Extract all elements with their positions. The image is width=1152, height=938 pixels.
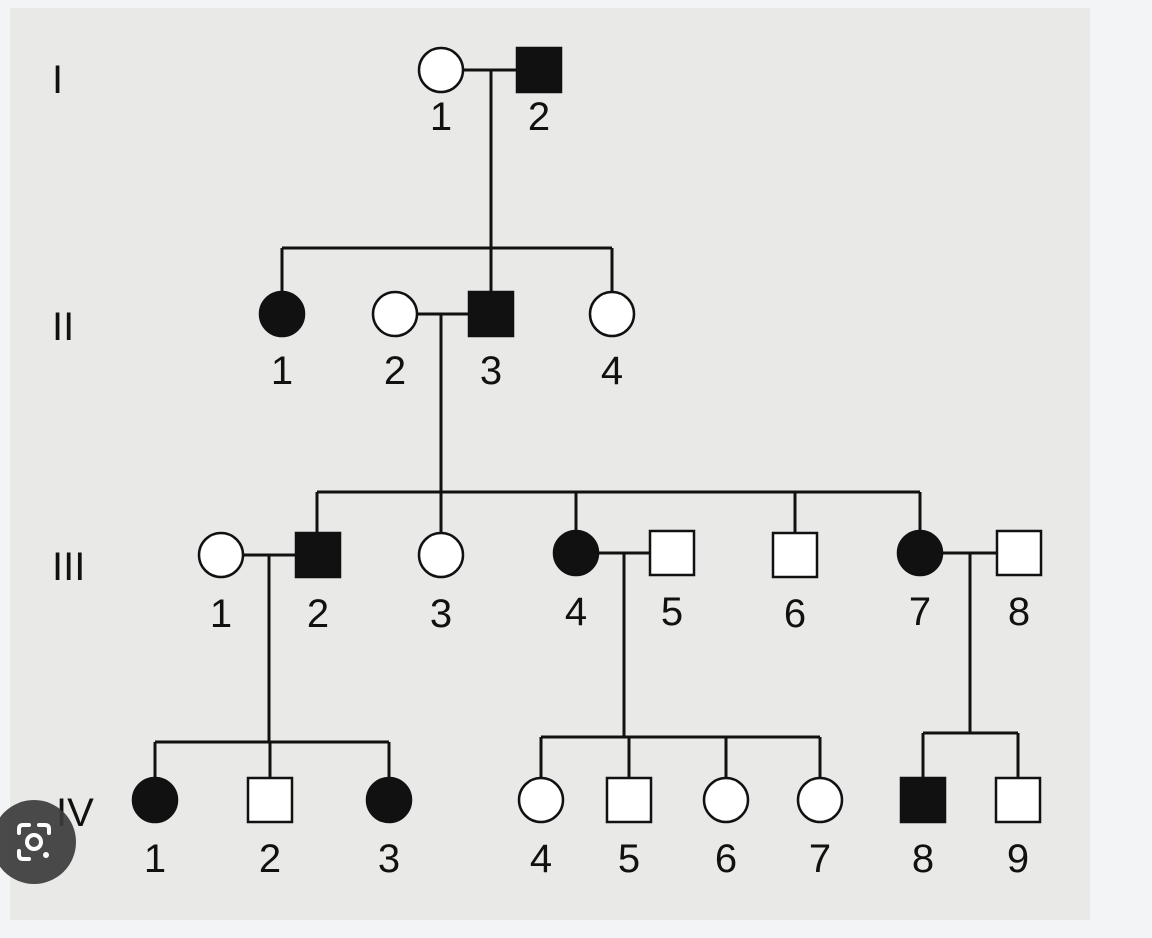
individual-number-iii-6: 6 — [784, 592, 806, 636]
individual-symbols — [131, 46, 1043, 824]
individual-iii-1-circle — [197, 531, 245, 579]
page-margin — [1090, 0, 1152, 938]
individual-iii-8-square — [995, 529, 1043, 577]
generation-label-ii: II — [52, 305, 74, 349]
individual-number-ii-2: 2 — [384, 349, 406, 393]
individual-number-ii-4: 4 — [601, 349, 623, 393]
individual-number-iv-7: 7 — [809, 837, 831, 881]
lens-camera-icon — [17, 823, 51, 861]
individual-iii-5-square — [648, 529, 696, 577]
individual-number-iv-2: 2 — [259, 837, 281, 881]
individual-ii-4-circle — [588, 290, 636, 338]
individual-number-iv-6: 6 — [715, 837, 737, 881]
individual-iii-6-square — [771, 531, 819, 579]
generation-label-iii: III — [52, 545, 85, 589]
individual-number-i-1: 1 — [430, 95, 452, 139]
individual-iii-3-circle — [417, 531, 465, 579]
individual-ii-3-square — [467, 290, 515, 338]
individual-iii-2-square — [294, 531, 342, 579]
individual-number-iii-5: 5 — [661, 590, 683, 634]
individual-number-iv-5: 5 — [618, 837, 640, 881]
individual-i-1-circle — [417, 46, 465, 94]
individual-iv-6-circle — [702, 776, 750, 824]
individual-iv-4-circle — [517, 776, 565, 824]
individual-number-iii-2: 2 — [307, 592, 329, 636]
individual-number-i-2: 2 — [528, 95, 550, 139]
individual-i-2-square — [515, 46, 563, 94]
individual-number-iii-7: 7 — [909, 590, 931, 634]
individual-number-iv-4: 4 — [530, 837, 552, 881]
page-sheet — [10, 8, 1090, 920]
individual-iii-7-circle — [896, 529, 944, 577]
connector-lines — [153, 68, 1020, 778]
individual-iv-1-circle — [131, 776, 179, 824]
individual-ii-1-circle — [258, 290, 306, 338]
individual-number-iii-1: 1 — [210, 592, 232, 636]
individual-iii-4-circle — [552, 529, 600, 577]
individual-iv-8-square — [899, 776, 947, 824]
individual-number-iv-3: 3 — [378, 837, 400, 881]
individual-ii-2-circle — [371, 290, 419, 338]
individual-number-iii-3: 3 — [430, 592, 452, 636]
individual-iv-5-square — [605, 776, 653, 824]
individual-number-iii-4: 4 — [565, 590, 587, 634]
individual-number-iii-8: 8 — [1008, 590, 1030, 634]
individual-number-ii-1: 1 — [271, 349, 293, 393]
individual-number-iv-9: 9 — [1007, 837, 1029, 881]
individual-numbers: 1 2 1 2 3 4 1 2 3 4 5 6 7 8 1 2 3 4 5 6 7 8 9 — [144, 95, 1030, 881]
individual-iv-3-circle — [365, 776, 413, 824]
individual-number-iv-1: 1 — [144, 837, 166, 881]
generation-label-i: I — [52, 58, 63, 102]
lens-search-button[interactable] — [0, 800, 76, 884]
individual-iv-7-circle — [796, 776, 844, 824]
individual-iv-2-square — [246, 776, 294, 824]
individual-iv-9-square — [994, 776, 1042, 824]
individual-number-ii-3: 3 — [480, 349, 502, 393]
individual-number-iv-8: 8 — [912, 837, 934, 881]
